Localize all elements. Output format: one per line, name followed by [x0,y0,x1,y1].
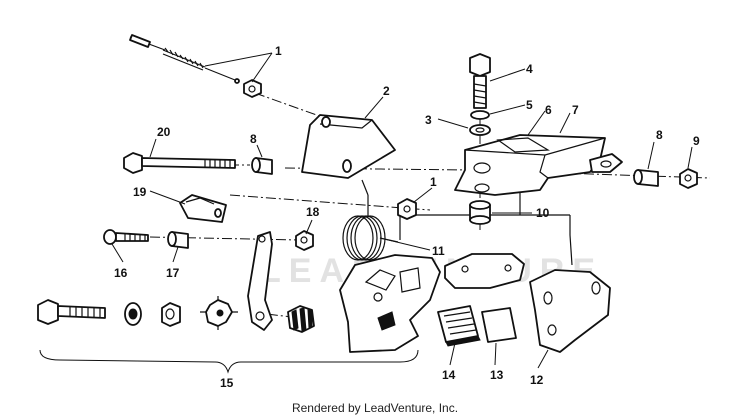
callout-10: 10 [536,206,550,220]
washer-5 [470,110,490,120]
bolt-15 [37,299,106,325]
washer-3 [469,124,491,136]
bracket-2 [301,114,396,179]
callout-16: 16 [114,266,128,280]
throttle-cable [129,34,240,84]
nut-18 [295,230,314,251]
guide-line [399,190,573,266]
callout-8-right: 8 [656,128,663,142]
callout-8-left: 8 [250,132,257,146]
callout-18: 18 [306,205,320,219]
nut-9 [679,168,698,189]
star-washer-15 [200,296,238,330]
callout-3: 3 [425,113,432,127]
exploded-view-drawing: LEADVENTURE [37,34,711,390]
spacer-8a [251,157,273,175]
nut-1a [243,79,262,98]
callout-4: 4 [526,62,533,76]
callout-20: 20 [157,125,171,139]
callout-1-middle: 1 [430,175,437,189]
callout-9: 9 [693,134,700,148]
guide-line [229,194,431,211]
guide-line [254,92,326,119]
callout-11: 11 [432,244,445,258]
clamp-19 [179,194,227,223]
spacer-8b [633,169,659,187]
spring-coil-15 [287,305,315,333]
spacer-17 [167,231,189,249]
spacer-10 [469,200,491,225]
nut-15 [161,302,181,327]
callout-6: 6 [545,103,552,117]
callout-5: 5 [526,98,533,112]
nut-1b [397,198,417,220]
callout-17: 17 [166,266,180,280]
lever-arm [247,231,273,331]
callout-19: 19 [133,185,147,199]
pad-14 [437,305,481,347]
cover-plate [444,253,525,289]
callout-1: 1 [275,44,282,58]
callout-7: 7 [572,103,579,117]
mounting-bracket-6-7 [454,134,623,196]
throttle-plate [339,254,441,353]
screw-16 [103,229,149,245]
callout-14: 14 [442,368,456,382]
washer-15 [124,302,142,326]
bolt-20 [123,152,236,174]
assembly-brace-15 [39,349,419,374]
rendered-by-credit: Rendered by LeadVenture, Inc. [291,401,459,415]
callout-12: 12 [530,373,544,387]
bracket-12 [529,269,611,353]
spring-11 [342,179,399,261]
leader-lines [111,52,693,369]
callout-13: 13 [490,368,504,382]
pad-13 [481,307,517,343]
callout-15: 15 [220,376,234,390]
bolt-4 [469,53,491,109]
callout-2: 2 [383,84,390,98]
